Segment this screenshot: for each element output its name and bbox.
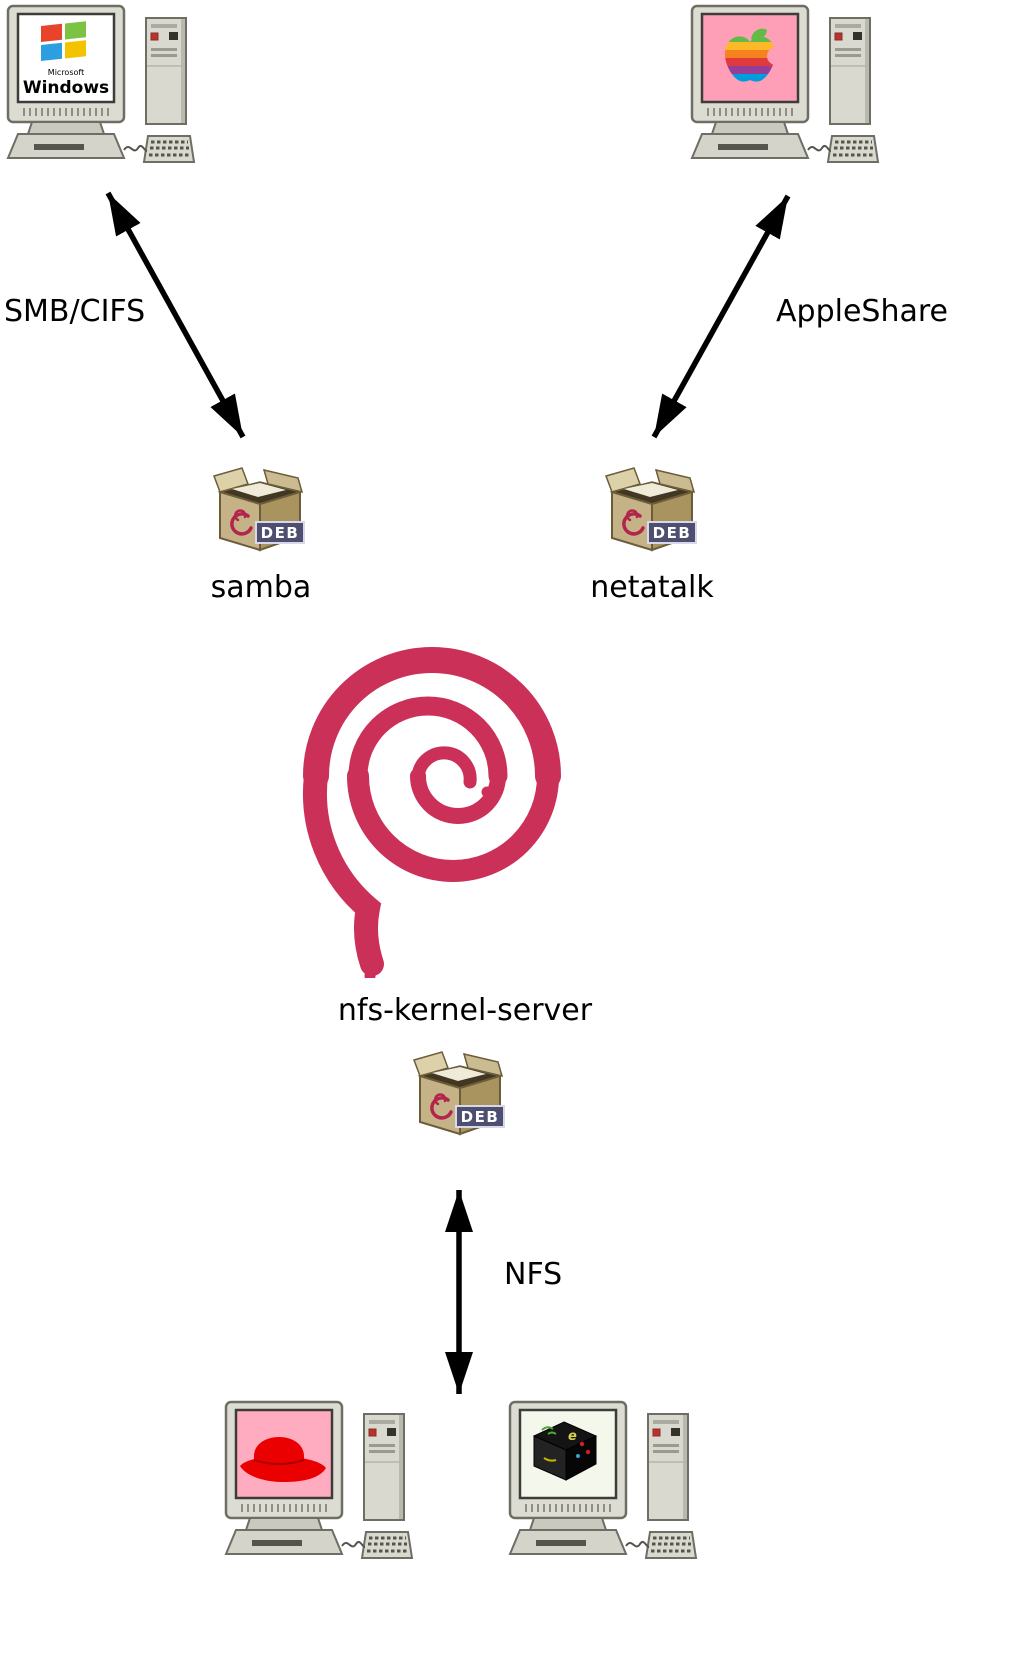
samba-package-label: samba — [210, 570, 312, 605]
appleshare-protocol-label: AppleShare — [776, 294, 948, 329]
redhat-computer-icon — [224, 1400, 414, 1560]
deb-badge-label: DEB — [653, 524, 692, 542]
windows-screen: Microsoft Windows — [16, 12, 116, 104]
nfs-arrow — [445, 1190, 473, 1394]
nfs-protocol-label: NFS — [504, 1257, 563, 1292]
windows-brand-large: Windows — [23, 78, 109, 98]
red-hat-icon — [240, 1437, 326, 1482]
unix-computer-icon: e — [508, 1400, 698, 1560]
appleshare-arrow — [651, 194, 791, 439]
netatalk-deb-package-icon: DEB — [604, 466, 698, 552]
smb-arrow — [105, 191, 246, 439]
netatalk-package-label: netatalk — [590, 570, 714, 605]
windows-flag-icon — [41, 21, 86, 61]
deb-badge-label: DEB — [261, 524, 300, 542]
mac-screen — [700, 12, 800, 104]
unix-screen: e — [518, 1408, 618, 1500]
debian-swirl-logo — [302, 647, 561, 978]
nfs-deb-package-icon: DEB — [412, 1050, 506, 1136]
deb-badge-label: DEB — [461, 1108, 500, 1126]
cube-glyph: e — [568, 1429, 577, 1444]
dark-cube-icon: e — [532, 1421, 598, 1481]
nfs-kernel-server-package-label: nfs-kernel-server — [337, 993, 593, 1028]
samba-deb-package-icon: DEB — [212, 466, 306, 552]
windows-brand-small: Microsoft — [48, 68, 84, 77]
windows-computer-icon: Microsoft Windows — [6, 4, 196, 164]
redhat-screen — [234, 1408, 334, 1500]
smb-protocol-label: SMB/CIFS — [4, 294, 146, 329]
mac-computer-icon — [690, 4, 880, 164]
